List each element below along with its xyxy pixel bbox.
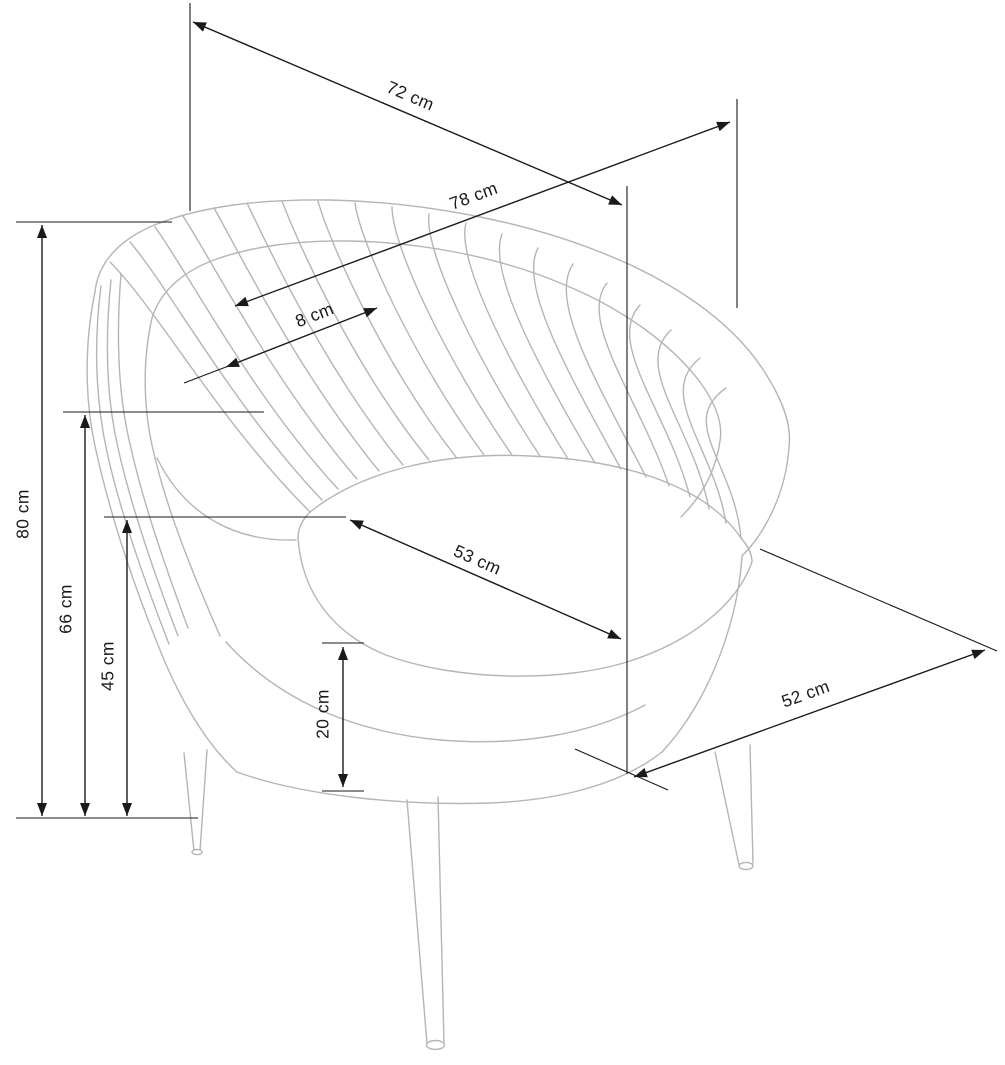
pleat-stripe	[95, 285, 170, 645]
leg-line	[749, 744, 754, 864]
leg-line	[437, 796, 445, 1045]
pleat-line	[629, 304, 691, 498]
dimension-line	[225, 307, 378, 368]
pleat-line	[464, 222, 569, 460]
leg-front	[406, 796, 446, 1051]
leg-line	[183, 752, 195, 852]
dimension-label: 45 cm	[98, 641, 118, 691]
seat-right-corner	[740, 537, 753, 563]
dimension-seat-width: 52 cm	[574, 548, 998, 791]
chair-right-lower-edge	[661, 555, 743, 753]
dimension-line	[234, 121, 731, 307]
dimension-line	[192, 21, 623, 206]
pleat-line	[533, 247, 622, 470]
dimension-seat-front-thickness: 20 cm	[313, 642, 364, 792]
chair-inner-rim-left	[144, 317, 221, 637]
dimension-overall-height: 80 cm	[13, 221, 198, 819]
seat-cushion	[225, 454, 753, 743]
seat-base-seam	[225, 641, 646, 743]
pleat-line	[705, 387, 742, 539]
chair-left-edge	[86, 291, 238, 773]
seat-back-seam	[309, 454, 742, 539]
pleat-line	[498, 233, 596, 464]
dimension-backrest-height: 66 cm	[56, 411, 264, 816]
leg-back-left	[183, 749, 208, 856]
leg-line	[714, 751, 740, 866]
leg-line	[199, 749, 208, 852]
pleat-line	[391, 206, 513, 456]
leg-foot	[738, 861, 754, 871]
chair-drawing	[86, 199, 791, 1051]
extension-line	[759, 548, 998, 652]
dimension-backrest-thickness: 8 cm	[183, 298, 378, 384]
dimension-label: 20 cm	[313, 689, 333, 739]
chair-inner-rim	[151, 240, 722, 518]
left-band-stripes	[95, 273, 189, 645]
arm-seat-junction	[156, 457, 297, 541]
leg-foot	[425, 1039, 446, 1051]
dimension-overall-width: 72 cm	[189, 3, 623, 211]
seat-left-corner	[297, 511, 311, 539]
dimension-label: 72 cm	[384, 77, 438, 115]
dimension-label: 80 cm	[13, 489, 33, 539]
dimension-label: 66 cm	[56, 584, 76, 634]
dimension-label: 52 cm	[779, 676, 832, 712]
dimension-line	[349, 519, 622, 640]
pleat-lines	[109, 200, 742, 539]
seat-front-edge	[297, 537, 753, 677]
dimension-seat-height: 45 cm	[98, 516, 346, 816]
pleat-line	[565, 263, 647, 478]
dimension-seat-depth: 53 cm	[349, 186, 628, 774]
extension-line	[574, 748, 669, 791]
leg-right	[714, 744, 754, 871]
extension-line	[183, 366, 227, 384]
dimension-label: 53 cm	[451, 541, 505, 579]
leg-foot	[191, 848, 203, 856]
dimension-label: 78 cm	[447, 178, 501, 214]
pleat-stripe	[106, 279, 179, 637]
dimensions: 72 cm 78 cm 8 cm 80 cm	[13, 3, 998, 819]
pleat-line	[129, 241, 323, 501]
dimension-line	[633, 649, 986, 778]
pleat-line	[657, 329, 710, 510]
pleat-stripe	[117, 273, 189, 629]
pleat-line	[682, 357, 727, 524]
pleat-line	[109, 261, 311, 513]
dimension-overall-depth: 78 cm	[234, 99, 738, 308]
chair-base-bottom	[236, 751, 663, 805]
leg-line	[406, 799, 428, 1045]
